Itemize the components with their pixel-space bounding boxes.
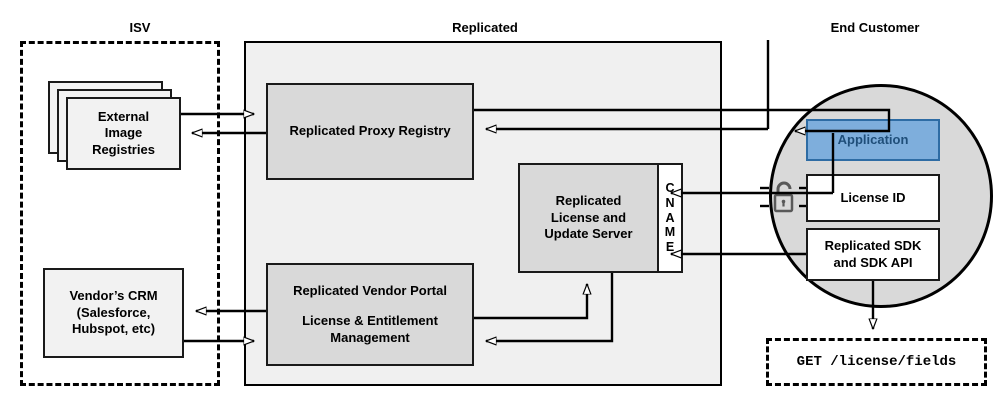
replicated-sdk-box[interactable]: Replicated SDK and SDK API bbox=[806, 228, 940, 281]
vendors-crm-line-2: (Salesforce, bbox=[76, 304, 151, 320]
zone-label-isv: ISV bbox=[129, 20, 151, 35]
vendor-portal-sub-line-1: License & Entitlement bbox=[302, 313, 438, 329]
external-image-registries[interactable]: External Image Registries bbox=[66, 97, 181, 170]
api-call-box: GET /license/fields bbox=[766, 338, 987, 386]
cname-letter-m: M bbox=[664, 225, 676, 240]
zone-label-replicated: Replicated bbox=[452, 20, 518, 35]
application-box[interactable]: Application bbox=[806, 119, 940, 161]
vendor-portal-title: Replicated Vendor Portal bbox=[293, 282, 447, 298]
vendor-portal-sub-line-2: Management bbox=[330, 329, 410, 345]
cname-letter-a: A bbox=[665, 210, 675, 225]
cname-strip[interactable]: C N A M E bbox=[657, 163, 683, 273]
license-update-server-line-2: License and bbox=[550, 209, 627, 225]
external-image-registries-line-1: External bbox=[97, 108, 150, 124]
external-image-registries-line-3: Registries bbox=[92, 141, 155, 157]
license-id-label: License ID bbox=[840, 189, 906, 205]
cname-letter-n: N bbox=[665, 195, 675, 210]
vendors-crm-line-3: Hubspot, etc) bbox=[71, 321, 156, 337]
replicated-sdk-line-1: Replicated SDK bbox=[824, 237, 922, 253]
replicated-sdk-line-2: and SDK API bbox=[833, 254, 913, 270]
unlocked-padlock-icon bbox=[769, 181, 799, 215]
license-id-box[interactable]: License ID bbox=[806, 174, 940, 222]
replicated-vendor-portal[interactable]: Replicated Vendor Portal License & Entit… bbox=[266, 263, 474, 366]
application-label: Application bbox=[837, 131, 909, 147]
zone-label-end-customer: End Customer bbox=[830, 20, 920, 35]
vendors-crm-line-1: Vendor’s CRM bbox=[69, 288, 158, 304]
external-image-registries-line-2: Image bbox=[104, 125, 143, 141]
replicated-license-update-server[interactable]: Replicated License and Update Server bbox=[518, 163, 659, 273]
replicated-proxy-registry[interactable]: Replicated Proxy Registry bbox=[266, 83, 474, 180]
license-update-server-line-1: Replicated bbox=[555, 193, 622, 209]
license-update-server-line-3: Update Server bbox=[544, 226, 633, 242]
isv-boundary bbox=[20, 41, 220, 386]
vendors-crm[interactable]: Vendor’s CRM (Salesforce, Hubspot, etc) bbox=[43, 268, 184, 358]
cname-letter-e: E bbox=[665, 240, 675, 255]
cname-letter-c: C bbox=[665, 181, 675, 196]
replicated-proxy-registry-label: Replicated Proxy Registry bbox=[289, 123, 451, 139]
api-call-label: GET /license/fields bbox=[796, 354, 957, 370]
